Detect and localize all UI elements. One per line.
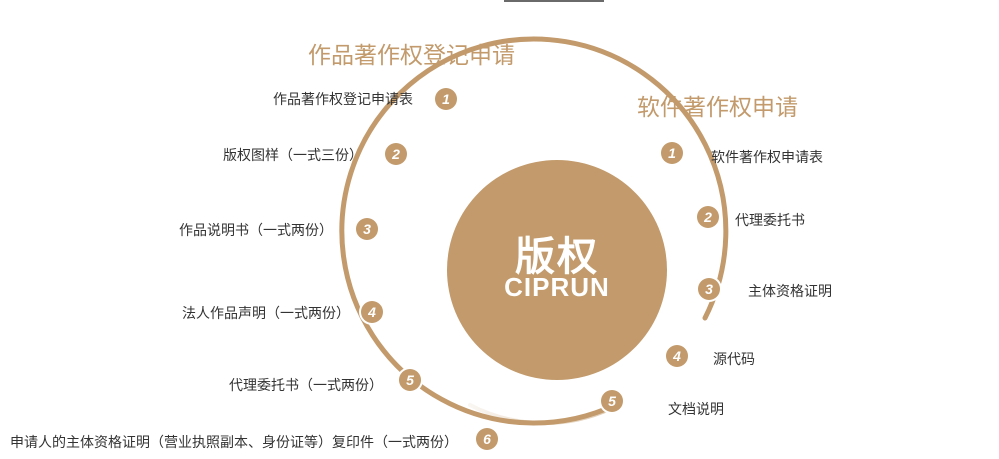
center-circle: 版权 CIPRUN xyxy=(447,160,667,380)
left-step-badge: 4 xyxy=(361,301,383,323)
left-item-label: 作品著作权登记申请表 xyxy=(273,92,413,108)
right-heading: 软件著作权申请 xyxy=(637,95,798,121)
left-step-badge: 5 xyxy=(399,369,421,391)
right-step-badge: 1 xyxy=(661,142,683,164)
left-step-badge: 6 xyxy=(476,428,498,450)
left-step-badge: 2 xyxy=(385,143,407,165)
right-step-badge: 2 xyxy=(697,206,719,228)
right-item-label: 软件著作权申请表 xyxy=(711,150,823,166)
left-item-label: 作品说明书（一式两份） xyxy=(179,223,333,239)
left-item-label: 代理委托书（一式两份） xyxy=(229,378,383,394)
right-item-label: 主体资格证明 xyxy=(748,284,832,300)
left-item-label: 法人作品声明（一式两份） xyxy=(182,306,350,322)
left-item-label: 申请人的主体资格证明（营业执照副本、身份证等）复印件（一式两份） xyxy=(10,435,458,451)
right-step-badge: 3 xyxy=(698,278,720,300)
left-item-label: 版权图样（一式三份） xyxy=(223,148,363,164)
left-step-badge: 1 xyxy=(435,88,457,110)
top-divider xyxy=(504,0,604,2)
right-item-label: 文档说明 xyxy=(668,402,724,418)
right-item-label: 代理委托书 xyxy=(735,213,805,229)
center-title: 版权 xyxy=(515,234,599,280)
center-subtitle: CIPRUN xyxy=(504,272,610,302)
right-item-label: 源代码 xyxy=(713,352,755,368)
left-heading: 作品著作权登记申请 xyxy=(308,43,515,69)
right-step-badge: 5 xyxy=(601,390,623,412)
right-step-badge: 4 xyxy=(666,345,688,367)
left-step-badge: 3 xyxy=(356,218,378,240)
